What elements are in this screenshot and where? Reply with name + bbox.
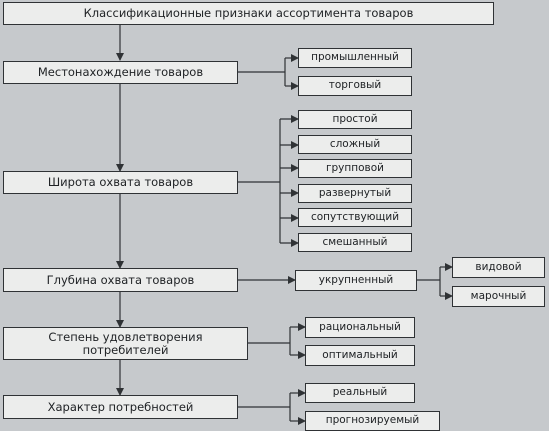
criterion-satisfaction: Степень удовлетворения потребителей	[3, 327, 248, 360]
value-rational: рациональный	[305, 317, 415, 338]
value-brand: марочный	[452, 286, 545, 307]
value-consolidated: укрупненный	[295, 270, 417, 291]
criterion-needs: Характер потребностей	[3, 395, 238, 419]
value-trade: торговый	[298, 76, 412, 96]
value-simple: простой	[298, 110, 412, 129]
criterion-depth: Глубина охвата товаров	[3, 268, 238, 292]
value-mixed: смешанный	[298, 233, 412, 252]
value-real: реальный	[305, 383, 415, 403]
value-forecasted: прогнозируемый	[305, 411, 440, 431]
diagram-title: Классификационные признаки ассортимента …	[3, 2, 494, 25]
value-optimal: оптимальный	[305, 345, 415, 366]
value-accompanying: сопутствующий	[298, 208, 412, 227]
value-complex: сложный	[298, 135, 412, 154]
value-species: видовой	[452, 257, 545, 278]
criterion-breadth: Широта охвата товаров	[3, 171, 238, 194]
value-expanded: развернутый	[298, 184, 412, 203]
value-industrial: промышленный	[298, 48, 412, 68]
criterion-location: Местонахождение товаров	[3, 61, 238, 84]
value-group: групповой	[298, 159, 412, 178]
